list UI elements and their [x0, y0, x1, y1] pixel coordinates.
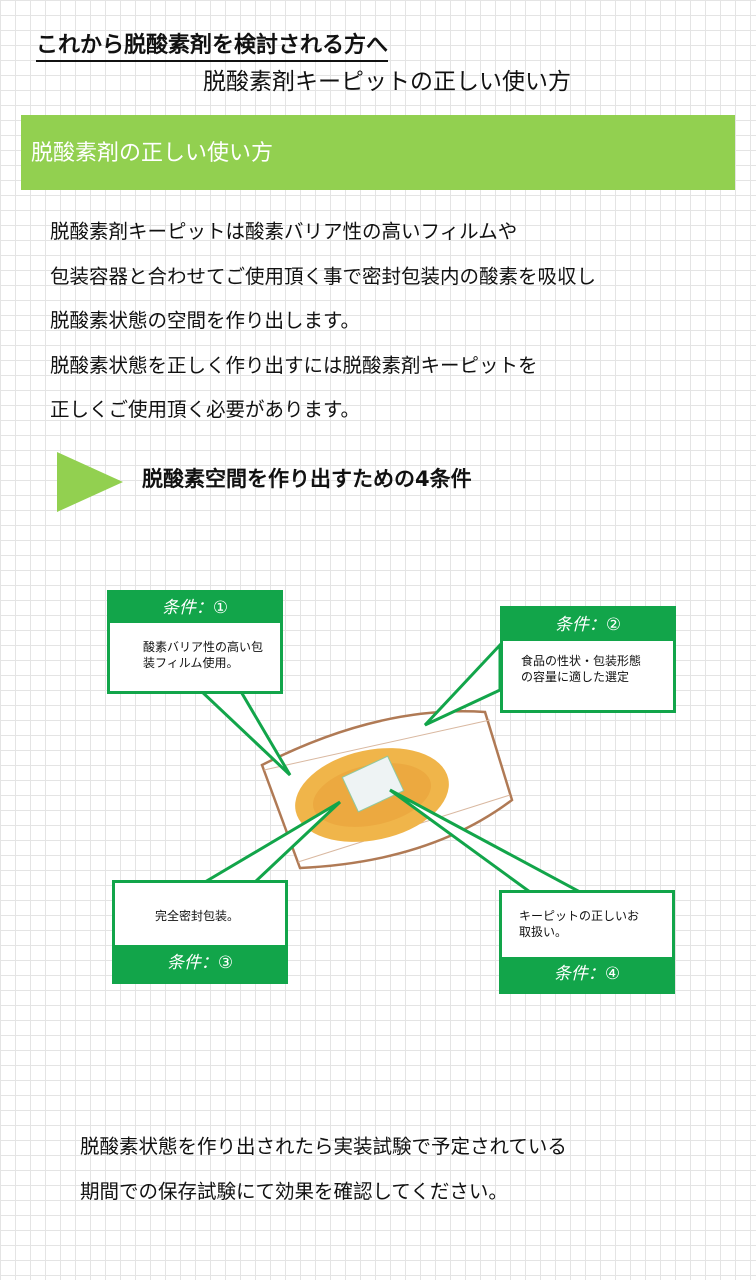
intro-line: 脱酸素状態を正しく作り出すには脱酸素剤キーピットを	[50, 353, 538, 377]
condition-label: 条件：④	[502, 957, 672, 991]
intro-line: 脱酸素状態の空間を作り出します。	[50, 309, 361, 332]
condition-text: 食品の性状・包装形態の容量に適した選定	[521, 654, 642, 684]
condition-label: 条件：③	[115, 945, 285, 981]
condition-4-callout: 条件：④ キーピットの正しいお取扱い。	[499, 890, 675, 994]
condition-text: 完全密封包装。	[155, 909, 240, 923]
condition-2-callout: 条件：② 食品の性状・包装形態の容量に適した選定	[500, 606, 676, 713]
condition-text: 酸素バリア性の高い包装フィルム使用。	[143, 640, 264, 670]
intro-line: 脱酸素剤キーピットは酸素バリア性の高いフィルムや	[50, 220, 518, 243]
intro-text: 脱酸素剤キーピットは酸素バリア性の高いフィルムや 包装容器と合わせてご使用頂く事…	[50, 210, 596, 433]
outro-text: 脱酸素状態を作り出されたら実装試験で予定されている 期間での保存試験にて効果を確…	[80, 1124, 567, 1214]
page-subtitle: 脱酸素剤キーピットの正しい使い方	[203, 69, 571, 95]
condition-text: キーピットの正しいお取扱い。	[519, 909, 640, 939]
condition-3-callout: 条件：③ 完全密封包装。	[112, 880, 288, 984]
intro-line: 正しくご使用頂く必要があります。	[50, 398, 361, 421]
condition-label: 条件：②	[503, 609, 673, 641]
condition-label: 条件：①	[110, 593, 280, 623]
section-banner: 脱酸素剤の正しい使い方	[21, 115, 735, 190]
section-title: 脱酸素剤の正しい使い方	[31, 141, 274, 166]
condition-1-callout: 条件：① 酸素バリア性の高い包装フィルム使用。	[107, 590, 283, 694]
outro-line: 期間での保存試験にて効果を確認してください。	[80, 1180, 508, 1203]
outro-line: 脱酸素状態を作り出されたら実装試験で予定されている	[80, 1135, 567, 1158]
page-title: これから脱酸素剤を検討される方へ	[36, 32, 389, 62]
conditions-heading: 脱酸素空間を作り出すための4条件	[142, 467, 472, 491]
triangle-arrow-icon	[57, 452, 123, 512]
callout-pointers	[196, 641, 581, 894]
intro-line: 包装容器と合わせてご使用頂く事で密封包装内の酸素を吸収し	[50, 264, 597, 288]
